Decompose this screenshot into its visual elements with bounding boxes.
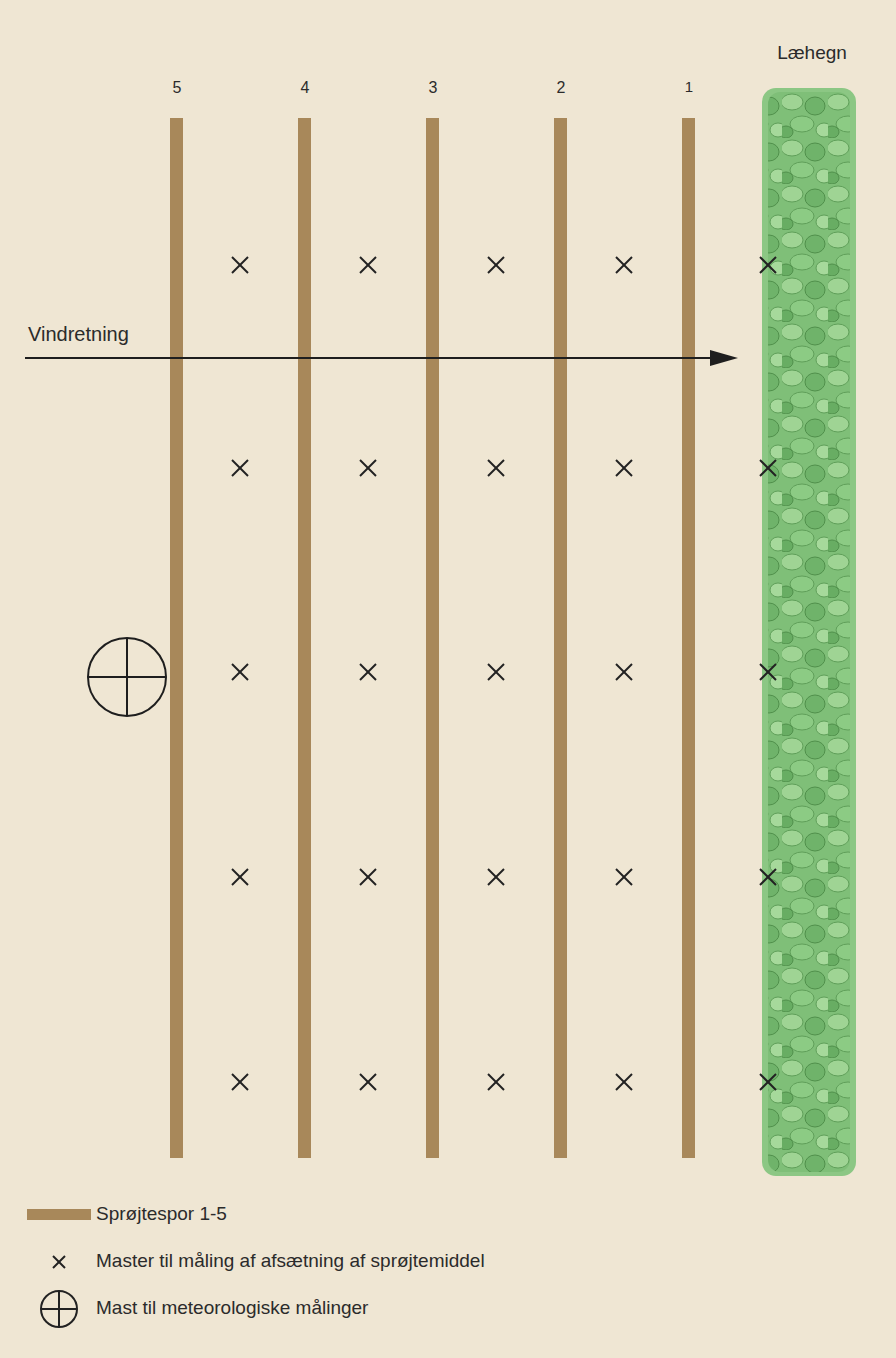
track-number: 4 xyxy=(301,78,310,97)
track-number: 5 xyxy=(173,78,182,97)
hedge xyxy=(762,88,856,1176)
legend-text: Master til måling af afsætning af sprøjt… xyxy=(96,1250,485,1273)
legend-swatch xyxy=(27,1209,91,1220)
track-number: 3 xyxy=(429,78,438,97)
spray-tracks xyxy=(170,118,695,1158)
legend-symbols xyxy=(41,1256,77,1327)
meteo-mast xyxy=(88,638,166,716)
track-number: 2 xyxy=(557,78,566,97)
legend-text: Mast til meteorologiske målinger xyxy=(96,1297,368,1320)
legend-text: Sprøjtespor 1-5 xyxy=(96,1203,227,1226)
measurement-masts xyxy=(232,257,776,1090)
hedge-label: Læhegn xyxy=(777,42,847,65)
wind-label: Vindretning xyxy=(28,322,129,346)
track-number: 1 xyxy=(685,78,693,96)
wind-arrow xyxy=(25,350,738,366)
